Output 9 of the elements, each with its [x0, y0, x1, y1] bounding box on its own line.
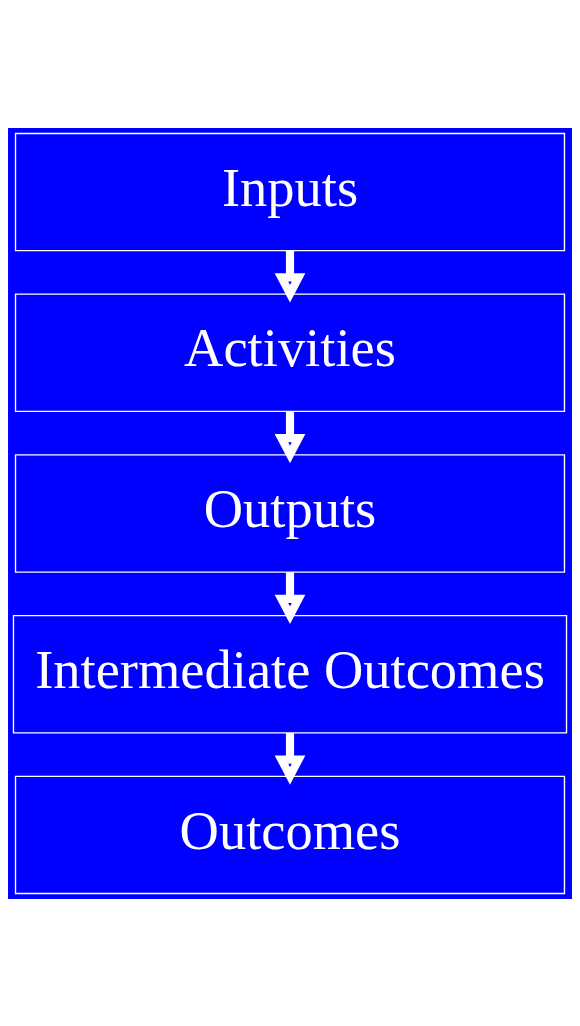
node-box: Outcomes [14, 775, 566, 894]
node-box: Intermediate Outcomes [12, 614, 568, 733]
node-box: Activities [14, 293, 566, 412]
arrow [274, 250, 306, 302]
arrow [274, 571, 306, 624]
arrow [274, 411, 306, 463]
arrow [274, 732, 306, 785]
node-box: Inputs [14, 132, 566, 251]
node-box: Outputs [14, 453, 566, 573]
